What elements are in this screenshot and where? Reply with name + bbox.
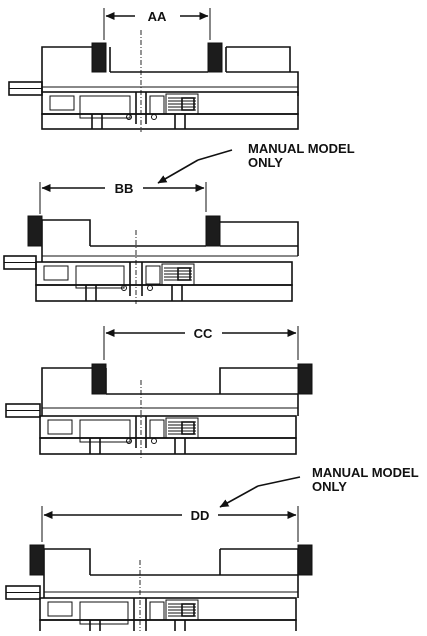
dimension-cc-label: CC	[194, 326, 213, 341]
dimension-bb: BB	[39, 181, 207, 214]
vise-view-aa: AA	[8, 8, 299, 132]
vise-body	[5, 367, 299, 455]
vise-view-bb: MANUAL MODEL ONLY BB	[3, 141, 355, 304]
dimension-bb-label: BB	[115, 181, 134, 196]
fixed-jaw	[29, 544, 45, 576]
dimension-dd-label: DD	[191, 508, 210, 523]
vise-body	[3, 219, 299, 302]
callout-bb-line1: MANUAL MODEL	[248, 141, 355, 156]
movable-jaw	[297, 363, 313, 395]
fixed-jaw	[91, 42, 107, 73]
vise-view-dd: MANUAL MODEL ONLY DD	[5, 465, 419, 635]
callout-dd-line2: ONLY	[312, 479, 347, 494]
fixed-jaw	[27, 215, 43, 247]
dimension-aa: AA	[103, 8, 211, 40]
callout-dd-note: MANUAL MODEL ONLY	[219, 465, 419, 508]
callout-bb-note: MANUAL MODEL ONLY	[157, 141, 355, 184]
vise-body	[5, 548, 299, 635]
vise-view-cc: CC	[5, 326, 313, 458]
movable-jaw	[205, 215, 221, 247]
movable-jaw	[297, 544, 313, 576]
movable-jaw	[207, 42, 223, 73]
dimension-cc: CC	[103, 326, 299, 360]
fixed-jaw	[91, 363, 107, 395]
callout-bb-line2: ONLY	[248, 155, 283, 170]
dimension-aa-label: AA	[148, 9, 167, 24]
dimension-dd: DD	[41, 506, 299, 542]
vise-body	[8, 46, 299, 130]
callout-dd-line1: MANUAL MODEL	[312, 465, 419, 480]
